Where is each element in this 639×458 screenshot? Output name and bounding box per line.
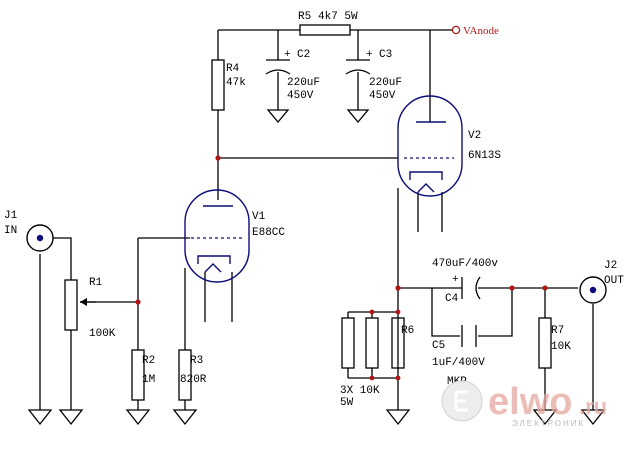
c3-label: C3 [379, 49, 392, 61]
watermark-brand: elwo [488, 381, 572, 423]
tube-v2: V2 6N13S [397, 95, 501, 197]
j1-label: J1 [4, 210, 18, 222]
resistor-r4: R4 47k [211, 59, 246, 111]
j2-label: J2 [604, 260, 617, 272]
capacitor-c2: + C2 220uF 450V [265, 49, 320, 102]
c3-plus: + [366, 49, 373, 61]
j2-out-label: OUT [604, 275, 624, 287]
r7-label: R7 [551, 325, 564, 337]
resistor-r3: R3 820R [178, 349, 207, 401]
c3-value-2: 450V [369, 90, 396, 102]
c4-value: 470uF/400v [432, 258, 498, 270]
r4-value: 47k [226, 77, 246, 89]
c5-label: C5 [432, 340, 445, 352]
r1-label: R1 [89, 277, 103, 289]
r2-label: R2 [142, 355, 155, 367]
r6-value-2: 5W [340, 397, 354, 409]
resistor-r7: R7 10K [538, 317, 571, 369]
r6-label: R6 [401, 325, 414, 337]
tube-v1: V1 E88CC [184, 189, 285, 283]
c2-label: C2 [297, 49, 310, 61]
watermark: elwo .ru ЭЛЕКТРОНИК [441, 380, 607, 428]
r3-value: 820R [180, 374, 207, 386]
ground-symbols [27, 109, 606, 426]
c5-value: 1uF/400V [432, 357, 485, 369]
junctions [135, 155, 548, 381]
v1-type: E88CC [252, 227, 285, 239]
resistor-r2: R2 1M [131, 349, 155, 401]
r6-value-1: 3X 10K [340, 385, 380, 397]
r4-label: R4 [226, 63, 240, 75]
j1-in-label: IN [4, 225, 17, 237]
c4-plus: + [452, 274, 459, 286]
c3-value-1: 220uF [369, 77, 402, 89]
c4-label: C4 [445, 293, 459, 305]
r5-label: R5 [298, 11, 311, 23]
capacitor-c3: + C3 220uF 450V [345, 49, 402, 102]
potentiometer-r1: R1 100K [64, 277, 116, 340]
capacitor-c4: + 470uF/400v C4 [432, 258, 498, 305]
capacitor-c5: C5 1uF/400V MKP [432, 325, 485, 388]
c2-value-1: 220uF [287, 77, 320, 89]
r1-value: 100K [89, 328, 116, 340]
r3-label: R3 [190, 355, 203, 367]
vanode-terminal: VAnode [451, 25, 499, 37]
v1-label: V1 [252, 211, 266, 223]
jack-j2: J2 OUT [579, 260, 624, 304]
resistor-r6-network: R6 3X 10K 5W [340, 317, 414, 409]
jack-j1: J1 IN [4, 210, 54, 252]
r7-value: 10K [551, 341, 571, 353]
c2-value-2: 450V [287, 90, 314, 102]
v2-type: 6N13S [468, 150, 501, 162]
watermark-tagline: ЭЛЕКТРОНИК [512, 419, 585, 428]
watermark-tld: .ru [579, 394, 607, 419]
r2-value: 1M [142, 374, 155, 386]
v2-label: V2 [468, 130, 481, 142]
vanode-label: VAnode [463, 25, 499, 37]
resistor-r5: R5 4k7 5W [298, 11, 358, 36]
r5-value: 4k7 5W [318, 11, 358, 23]
c2-plus: + [284, 49, 291, 61]
